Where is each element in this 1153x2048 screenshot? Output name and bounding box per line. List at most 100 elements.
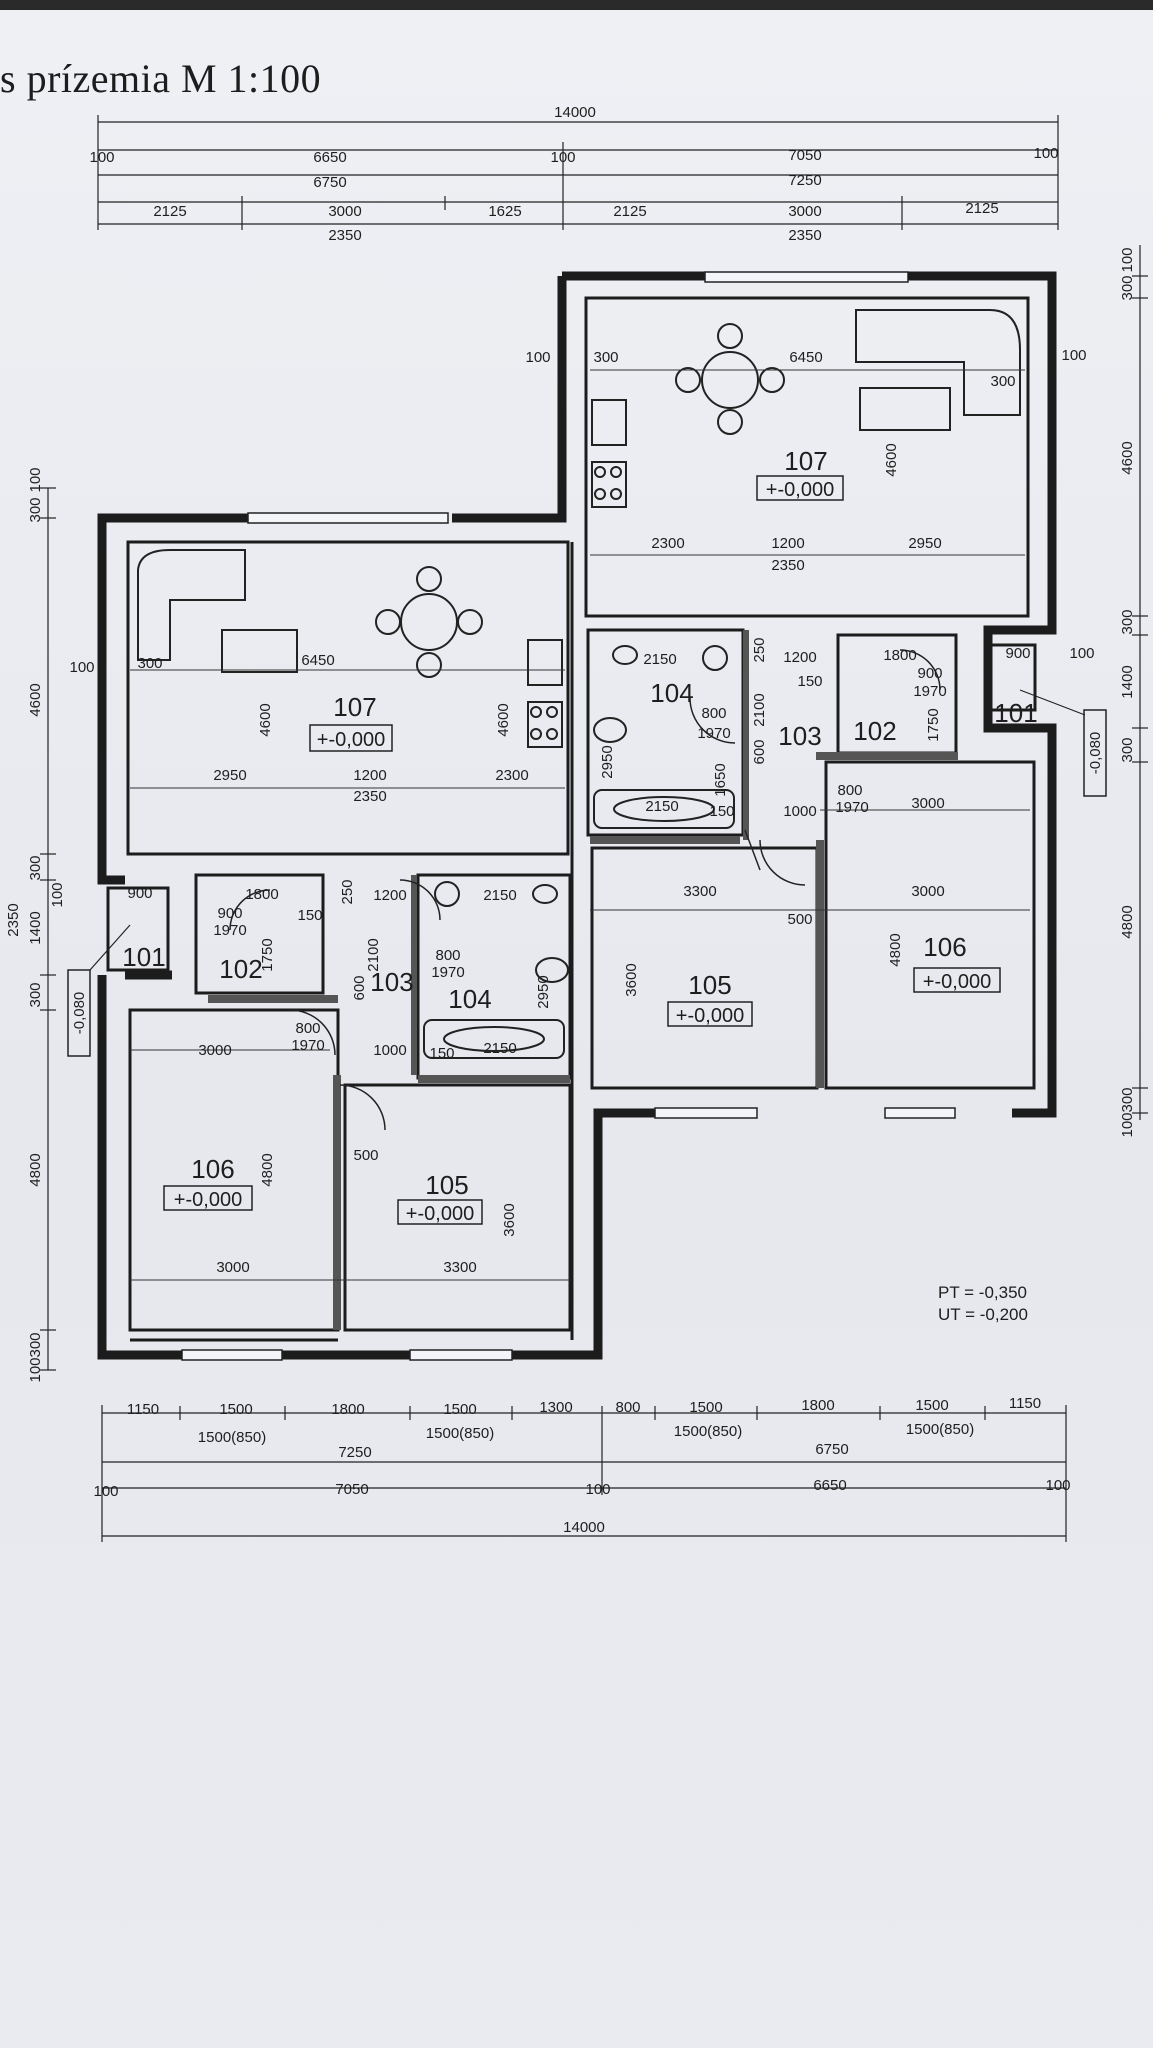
- dim-250-right: 250: [751, 637, 768, 662]
- dim-left-300-c: 300: [27, 982, 44, 1007]
- dim-left-100-b: 100: [49, 882, 66, 907]
- windows: [181, 271, 956, 1361]
- furniture: [137, 309, 1021, 1059]
- dim-right-300-d: 300: [1119, 1087, 1136, 1112]
- dim-1800-left: 1800: [245, 886, 278, 903]
- dim-900-c: 900: [127, 885, 152, 902]
- dim-2950-right: 2950: [908, 535, 941, 552]
- dim-bottom-100-c: 100: [1045, 1477, 1070, 1494]
- dim-bottom-7050: 7050: [335, 1481, 368, 1498]
- dim-3300-right: 3300: [683, 883, 716, 900]
- dim-3300-left: 3300: [443, 1259, 476, 1276]
- bottom-dimension-lines: [101, 1405, 1067, 1542]
- dim-bottom-sub-d: 1500(850): [906, 1421, 974, 1438]
- dim-2300-right: 2300: [651, 535, 684, 552]
- dim-2350-right: 2350: [771, 557, 804, 574]
- dim-900-b: 900: [917, 665, 942, 682]
- dim-1970-d: 1970: [291, 1037, 324, 1054]
- dim-1200-right: 1200: [771, 535, 804, 552]
- dim-left-4800: 4800: [27, 1153, 44, 1186]
- dim-right-4800: 4800: [1119, 905, 1136, 938]
- dim-3000-a: 3000: [911, 795, 944, 812]
- dim-top-r4-c: 1625: [488, 203, 521, 220]
- dim-right-300-b: 300: [1119, 609, 1136, 634]
- dim-4600-right: 4600: [883, 443, 900, 476]
- top-dimension-values: 14000 100 6650 100 7050 100 6750 7250 21…: [89, 104, 1058, 244]
- dim-bottom-800: 800: [615, 1399, 640, 1416]
- dim-2950-bath-right: 2950: [599, 745, 616, 778]
- pt-note: PT = -0,350: [938, 1283, 1027, 1302]
- dim-3600-left: 3600: [501, 1203, 518, 1236]
- dim-1200-door-left: 1200: [373, 887, 406, 904]
- plan-title: s prízemia M 1:100: [0, 56, 322, 101]
- dim-bottom-1150-a: 1150: [127, 1401, 159, 1418]
- dim-left-300-b: 300: [27, 855, 44, 880]
- level-leaders: [89, 689, 1086, 971]
- dim-1970-a: 1970: [697, 725, 730, 742]
- dim-right-4600: 4600: [1119, 441, 1136, 474]
- level-106-left: +-0,000: [174, 1189, 242, 1211]
- dim-bottom-sub-a: 1500(850): [198, 1429, 266, 1446]
- dim-left-300-d: 300: [27, 1332, 44, 1357]
- dim-bottom-1800-b: 1800: [801, 1397, 834, 1414]
- dim-100-c: 100: [1061, 347, 1086, 364]
- hatched-walls: [208, 630, 958, 1330]
- dim-4800-right: 4800: [887, 933, 904, 966]
- dim-1800-right: 1800: [883, 647, 916, 664]
- dim-4600-left-a: 4600: [257, 703, 274, 736]
- room-labels: 107 +-0,000 107 +-0,000 104 104 103 103 …: [67, 446, 1107, 1225]
- dim-bottom-1500-d: 1500: [915, 1397, 948, 1414]
- dim-2150-b: 2150: [645, 798, 678, 815]
- dim-top-r2-a: 100: [89, 149, 114, 166]
- level-notes: PT = -0,350 UT = -0,200: [938, 1282, 1028, 1326]
- room-107-right: 107: [784, 446, 827, 476]
- floor-plan: 14000 100 6650 100 7050 100 6750 7250 21…: [5, 104, 1148, 1542]
- ut-note: UT = -0,200: [938, 1305, 1028, 1324]
- dim-150-b: 150: [429, 1045, 454, 1062]
- dim-300-b: 300: [593, 349, 618, 366]
- dim-4600-left-b: 4600: [495, 703, 512, 736]
- door-swings: [229, 649, 941, 1131]
- dim-300-a: 300: [137, 655, 162, 672]
- room-105-right: 105: [688, 970, 731, 1000]
- dim-top-r3-b: 7250: [788, 172, 821, 189]
- dim-top-r4-d: 2125: [613, 203, 646, 220]
- dim-2100-right: 2100: [751, 693, 768, 726]
- dim-top-r4-a: 2125: [153, 203, 186, 220]
- dim-3600-right: 3600: [623, 963, 640, 996]
- dim-2150-c: 2150: [483, 887, 516, 904]
- dim-top-r2-b: 6650: [313, 149, 346, 166]
- dim-left-4600: 4600: [27, 683, 44, 716]
- dim-500-right: 500: [787, 911, 812, 928]
- room-102-left: 102: [219, 954, 262, 984]
- dim-top-r5-b: 2350: [788, 227, 821, 244]
- dim-left-1400: 1400: [27, 911, 44, 944]
- dim-top-r4-f: 2125: [965, 200, 998, 217]
- dim-left-2350: 2350: [5, 903, 22, 936]
- level-107-right: +-0,000: [766, 479, 834, 501]
- dim-1970-f: 1970: [213, 922, 246, 939]
- dim-2950-left: 2950: [213, 767, 246, 784]
- room-102-right: 102: [853, 716, 896, 746]
- inner-dimension-lines: [130, 369, 1030, 1281]
- drawing-sheet: s prízemia M 1:100 14000 100 6650 100: [0, 10, 1153, 2048]
- dim-2350-left: 2350: [353, 788, 386, 805]
- dim-100-b: 100: [525, 349, 550, 366]
- room-106-right: 106: [923, 932, 966, 962]
- dim-top-r4-b: 3000: [328, 203, 361, 220]
- dim-1750-left: 1750: [259, 938, 276, 971]
- dim-900-a: 900: [1005, 645, 1030, 662]
- dim-2100-left: 2100: [365, 938, 382, 971]
- dim-4800-left: 4800: [259, 1153, 276, 1186]
- dim-1970-e: 1970: [913, 683, 946, 700]
- dim-1200-left: 1200: [353, 767, 386, 784]
- room-103-left: 103: [370, 967, 413, 997]
- level-106-right: +-0,000: [923, 971, 991, 993]
- dim-top-r5-a: 2350: [328, 227, 361, 244]
- dim-6450-right: 6450: [789, 349, 822, 366]
- dim-800-a: 800: [701, 705, 726, 722]
- dim-top-r2-d: 7050: [788, 147, 821, 164]
- dim-right-100: 100: [1119, 247, 1136, 272]
- dim-2950-bath-left: 2950: [535, 975, 552, 1008]
- dim-right-300: 300: [1119, 275, 1136, 300]
